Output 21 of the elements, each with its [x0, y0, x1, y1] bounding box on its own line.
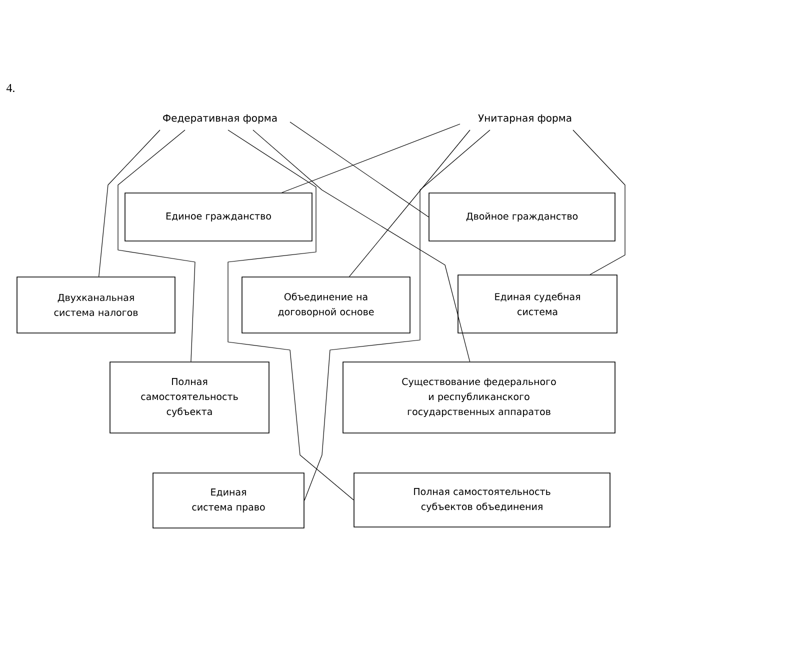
- connector-line: [252, 130, 470, 362]
- text-box: Единое гражданство: [124, 192, 312, 242]
- connector-line: [228, 130, 354, 500]
- connector-line: [282, 124, 460, 193]
- item-number: 4.: [6, 84, 14, 92]
- text-box: Объединение на договорной основе: [242, 276, 410, 334]
- text-box: Единая судебная система: [458, 274, 618, 334]
- connector-line: [304, 130, 490, 501]
- connector-line: [98, 130, 160, 277]
- text-box: Существование федерального и республиканского государственных аппаратов: [342, 362, 616, 434]
- connector-line: [290, 122, 429, 218]
- connector-line: [118, 130, 196, 362]
- connector-line: [349, 130, 470, 277]
- text-box: Двойное гражданство: [428, 192, 616, 242]
- text-box: Единая система право: [152, 472, 304, 528]
- text-box: Полная самостоятельность субъектов объединения: [354, 472, 610, 528]
- text-box: Полная самостоятельность субъекта: [110, 362, 270, 434]
- heading-text: Унитарная форма: [478, 114, 572, 124]
- connector-line: [572, 130, 626, 275]
- heading-text: Федеративная форма: [163, 114, 277, 124]
- text-box: Двухканальная система налогов: [16, 276, 176, 334]
